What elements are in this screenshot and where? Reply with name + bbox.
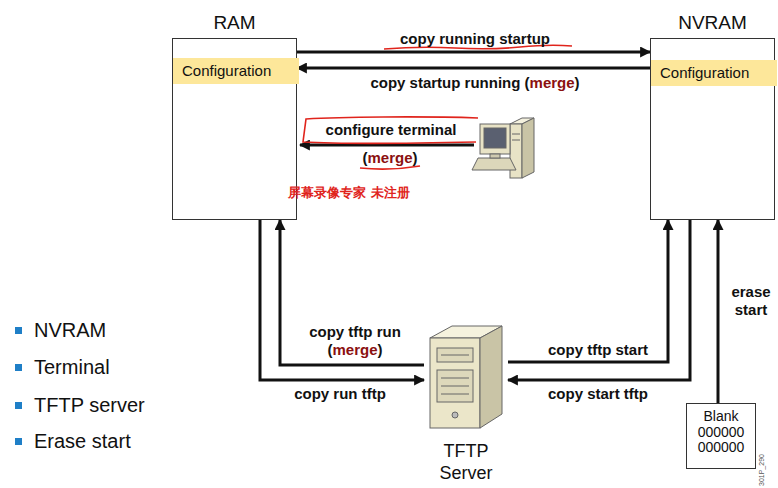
copy-arrow <box>508 220 668 362</box>
merge-note: (merge) <box>350 149 430 167</box>
memory-heading: RAM <box>163 11 306 35</box>
node-label: TFTP Server <box>424 440 508 484</box>
figure-id: 301P_290 <box>758 446 766 486</box>
memory-box: RAMConfiguration <box>172 38 297 220</box>
node-label: Blank 000000 000000 <box>687 404 755 456</box>
computer-icon <box>472 118 534 178</box>
copy-arrow <box>260 220 424 380</box>
memory-heading: NVRAM <box>641 11 778 35</box>
config-bar: Configuration <box>651 60 777 86</box>
copy-arrow <box>717 220 720 403</box>
command-label: copy run tftp <box>280 385 400 403</box>
command-label: configure terminal <box>306 121 476 139</box>
copy-arrow <box>297 67 650 70</box>
copy-arrow <box>280 220 424 365</box>
bullet-text: NVRAM <box>34 318 234 342</box>
memory-box: NVRAMConfiguration <box>650 38 775 220</box>
command-label: copy tftp run (merge) <box>292 323 418 359</box>
command-label: copy startup running (merge) <box>340 74 610 92</box>
bullet-text: Terminal <box>34 355 234 379</box>
watermark: 屏幕录像专家 未注册 <box>288 184 468 201</box>
tftp-server: TFTP Server <box>424 318 508 486</box>
copy-arrow <box>297 51 650 54</box>
bullet-squares <box>15 327 22 445</box>
red-annotation <box>303 45 572 169</box>
config-label: Configuration <box>173 58 299 84</box>
command-label: copy tftp start <box>533 341 663 359</box>
command-label: copy start tftp <box>533 385 663 403</box>
bullet-text: Erase start <box>34 429 234 453</box>
command-label: erase start <box>726 283 776 319</box>
server-icon <box>430 326 502 428</box>
bullet-text: TFTP server <box>34 393 234 417</box>
config-label: Configuration <box>651 60 777 86</box>
config-bar: Configuration <box>173 58 299 84</box>
blank-box: Blank 000000 000000 <box>686 403 756 469</box>
copy-arrow <box>508 220 690 380</box>
command-label: copy running startup <box>380 30 570 48</box>
